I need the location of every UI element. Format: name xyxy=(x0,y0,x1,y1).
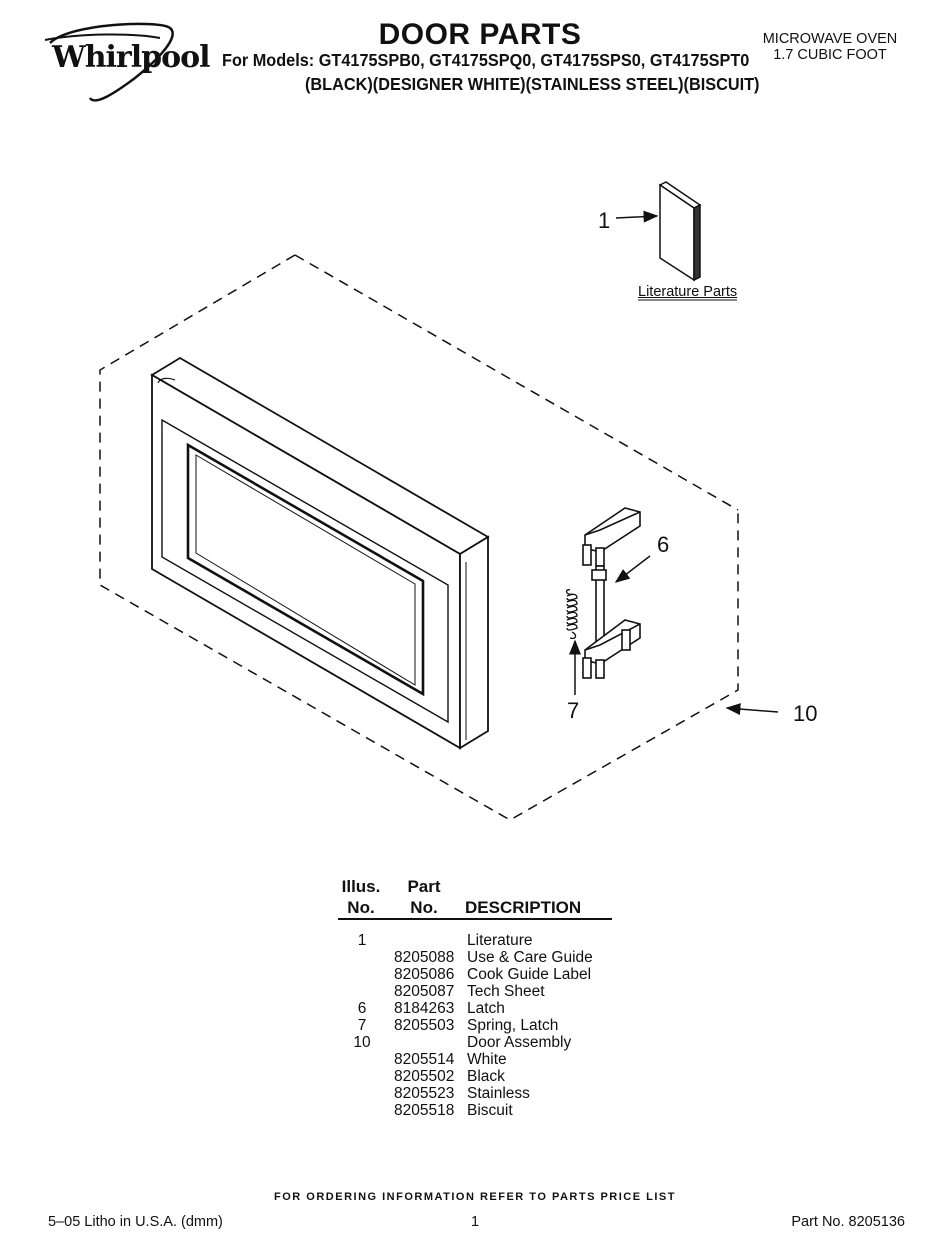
spring-drawing xyxy=(565,589,578,640)
header-illus-line2: No. xyxy=(347,898,375,917)
table-row: 8205502 Black xyxy=(332,1068,632,1085)
part-description: Biscuit xyxy=(467,1102,513,1119)
callout-1: 1 xyxy=(598,208,611,233)
color-list: (BLACK)(DESIGNER WHITE)(STAINLESS STEEL)… xyxy=(305,74,760,94)
callout-10: 10 xyxy=(793,701,818,726)
header-part: Part No. xyxy=(402,876,446,918)
header-description: DESCRIPTION xyxy=(465,898,582,917)
appliance-line-2: 1.7 CUBIC FOOT xyxy=(773,47,887,63)
header-part-line1: Part xyxy=(407,877,441,896)
table-row: 1 Literature xyxy=(332,932,632,949)
part-number: 8205502 xyxy=(394,1068,455,1085)
table-row: 8205523 Stainless xyxy=(332,1085,632,1102)
illus-number: 6 xyxy=(357,1000,367,1017)
part-description: Tech Sheet xyxy=(467,983,545,1000)
table-row: 7 8205503 Spring, Latch xyxy=(332,1017,632,1034)
whirlpool-logo: Whirlpool xyxy=(40,18,210,108)
part-description: Latch xyxy=(467,1000,505,1017)
table-row: 8205518 Biscuit xyxy=(332,1102,632,1119)
header-illus: Illus. No. xyxy=(339,876,383,918)
literature-parts-label: Literature Parts xyxy=(638,284,738,300)
callout-6: 6 xyxy=(657,532,670,557)
part-description: Spring, Latch xyxy=(467,1017,559,1034)
table-row: 8205514 White xyxy=(332,1051,632,1068)
brand-name: Whirlpool xyxy=(52,40,210,75)
part-description: Literature xyxy=(467,932,533,949)
part-number: 8205087 xyxy=(394,983,455,1000)
table-row: 6 8184263 Latch xyxy=(332,1000,632,1017)
illus-number: 7 xyxy=(357,1017,367,1034)
part-number: 8205523 xyxy=(394,1085,455,1102)
door-assembly-drawing xyxy=(150,356,490,750)
table-row: 8205088 Use & Care Guide xyxy=(332,949,632,966)
page-number: 1 xyxy=(470,1214,480,1230)
part-description: Stainless xyxy=(467,1085,530,1102)
model-list: For Models: GT4175SPB0, GT4175SPQ0, GT41… xyxy=(222,50,750,70)
header-part-line2: No. xyxy=(410,898,438,917)
table-row: 10 Door Assembly xyxy=(332,1034,632,1051)
document-part-number: Part No. 8205136 xyxy=(791,1214,905,1230)
part-description: Door Assembly xyxy=(467,1034,572,1051)
part-number: 8184263 xyxy=(394,1000,455,1017)
logo-swirl-icon xyxy=(44,22,174,102)
table-row: 8205086 Cook Guide Label xyxy=(332,966,632,983)
illus-number: 1 xyxy=(357,932,367,949)
table-row: 8205087 Tech Sheet xyxy=(332,983,632,1000)
header-rule xyxy=(338,918,612,920)
assembly-boundary xyxy=(99,254,739,821)
part-number: 8205088 xyxy=(394,949,455,966)
illus-number: 10 xyxy=(353,1034,371,1051)
callout-7: 7 xyxy=(567,698,580,723)
part-number: 8205086 xyxy=(394,966,455,983)
header-illus-line1: Illus. xyxy=(341,877,381,896)
litho-note: 5–05 Litho in U.S.A. (dmm) xyxy=(48,1214,223,1230)
part-description: Black xyxy=(467,1068,505,1085)
page-title: DOOR PARTS xyxy=(378,18,582,51)
literature-booklet-drawing xyxy=(658,181,702,282)
part-number: 8205503 xyxy=(394,1017,455,1034)
part-number: 8205514 xyxy=(394,1051,455,1068)
appliance-line-1: MICROWAVE OVEN xyxy=(762,31,898,47)
ordering-note: FOR ORDERING INFORMATION REFER TO PARTS … xyxy=(274,1191,676,1203)
appliance-type: MICROWAVE OVEN 1.7 CUBIC FOOT xyxy=(755,31,905,63)
part-description: Cook Guide Label xyxy=(467,966,592,983)
part-description: White xyxy=(467,1051,507,1068)
part-description: Use & Care Guide xyxy=(467,949,593,966)
latch-drawing xyxy=(582,507,641,679)
part-number: 8205518 xyxy=(394,1102,455,1119)
